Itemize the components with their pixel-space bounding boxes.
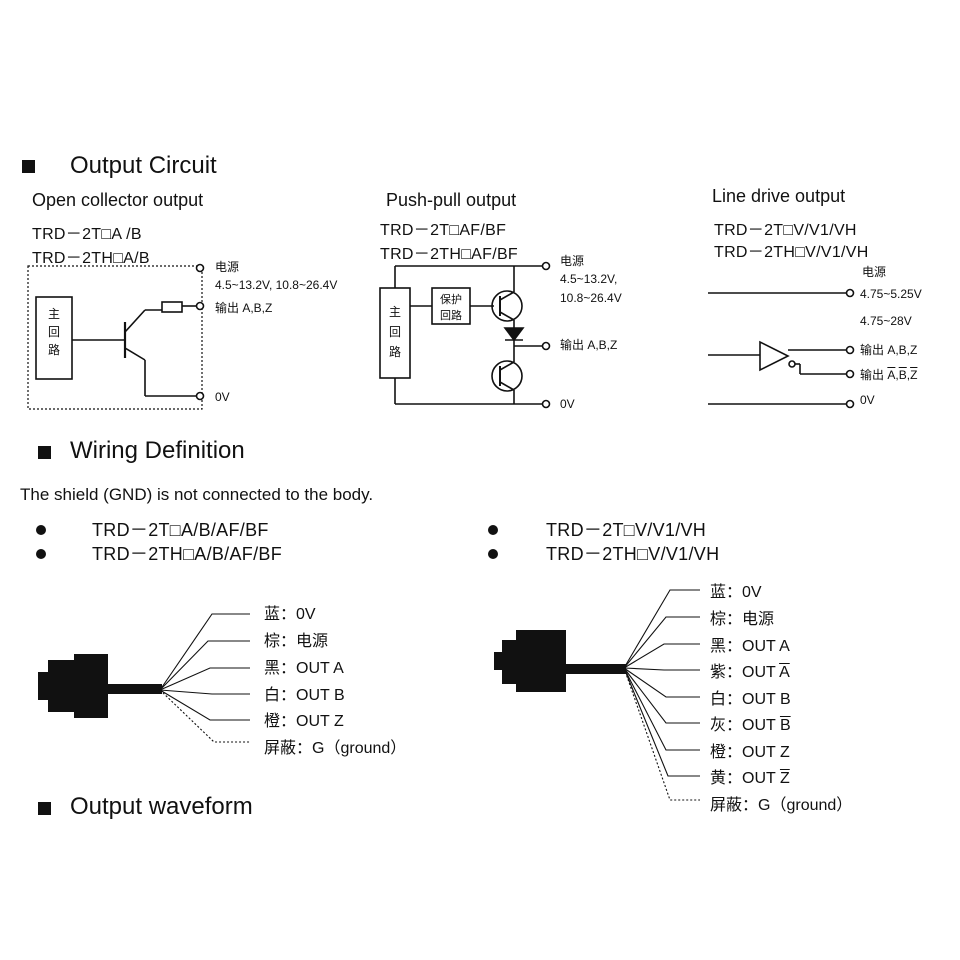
pp-lower-collector xyxy=(499,361,515,371)
open-collector-title: Open collector output xyxy=(32,190,204,210)
pp-lower-emitter xyxy=(499,381,515,391)
ld-output-terminal xyxy=(845,345,855,355)
pp-block-char-1: 主 xyxy=(389,305,401,319)
oc-collector-leg xyxy=(124,309,146,333)
section-bullet xyxy=(38,446,51,464)
ld-zero-terminal xyxy=(845,399,855,409)
left-wire-shield: 屏蔽：G（ground） xyxy=(264,740,407,757)
right-wire-brown: 棕：电源 xyxy=(710,611,775,628)
pp-block-char-3: 路 xyxy=(389,344,401,359)
pp-block-char-2: 回 xyxy=(389,325,401,339)
output-circuit-heading: Output Circuit xyxy=(70,152,217,179)
oc-zero-label: 0V xyxy=(215,390,230,404)
section-bullet xyxy=(38,802,51,820)
ld-inverter-bubble xyxy=(788,360,796,368)
pp-zero-label: 0V xyxy=(560,397,575,411)
right-wire-white: 白：OUT B xyxy=(710,691,791,708)
pp-power-terminal xyxy=(541,261,551,271)
ld-output-label: 输出 A,B,Z xyxy=(860,343,918,357)
left-model-1: TRD－2T□A/B/AF/BF xyxy=(92,520,269,540)
push-pull-title: Push-pull output xyxy=(386,190,517,210)
pp-output-label: 输出 A,B,Z xyxy=(560,338,618,352)
ld-voltage-1: 4.75~5.25V xyxy=(860,287,922,301)
left-model-2: TRD－2TH□A/B/AF/BF xyxy=(92,544,282,564)
pp-upper-collector xyxy=(499,291,515,301)
left-wire-white: 白：OUT B xyxy=(264,687,345,704)
ld-zero-label: 0V xyxy=(860,393,875,407)
push-pull-model-1: TRD－2T□AF/BF xyxy=(380,222,507,239)
left-wire-orange: 橙：OUT Z xyxy=(264,713,344,730)
pp-voltage-2: 10.8~26.4V xyxy=(560,291,622,305)
ld-output-inverted-label: 输出 A,B,Z xyxy=(860,368,918,382)
right-wire-orange: 橙：OUT Z xyxy=(710,744,790,761)
right-wire-black: 黑：OUT A xyxy=(710,638,790,655)
oc-voltage: 4.5~13.2V, 10.8~26.4V xyxy=(215,278,338,292)
push-pull-model-2: TRD－2TH□AF/BF xyxy=(380,246,519,263)
pp-output-terminal xyxy=(541,341,551,351)
ld-a-bar: A xyxy=(887,368,896,382)
oc-output-label: 输出 A,B,Z xyxy=(215,301,273,315)
oc-zero-terminal xyxy=(195,391,205,401)
wire-fan-left xyxy=(159,613,250,743)
right-model-2: TRD－2TH□V/V1/VH xyxy=(546,544,720,564)
ld-output-prefix: 输出 xyxy=(860,368,885,382)
ld-driver-triangle xyxy=(759,340,790,372)
line-drive-model-2: TRD－2TH□V/V1/VH xyxy=(714,244,869,261)
pp-upper-transistor xyxy=(491,290,523,322)
ld-b-bar: B xyxy=(898,368,907,382)
pp-protect-line-1: 保护 xyxy=(440,292,462,306)
ld-voltage-2: 4.75~28V xyxy=(860,314,912,328)
right-wire-blue: 蓝：0V xyxy=(710,584,762,601)
open-collector-model-2: TRD－2TH□A/B xyxy=(32,250,150,267)
line-drive-title: Line drive output xyxy=(712,186,846,206)
right-model-1: TRD－2T□V/V1/VH xyxy=(546,520,707,540)
pp-zero-terminal xyxy=(541,399,551,409)
wiring-definition-heading: Wiring Definition xyxy=(70,437,245,464)
right-model-bullet xyxy=(488,546,498,564)
left-model-bullet xyxy=(36,546,46,564)
line-drive-model-1: TRD－2T□V/V1/VH xyxy=(714,222,857,239)
wire-fan-right xyxy=(623,589,700,801)
right-wire-shield: 屏蔽：G（ground） xyxy=(710,797,853,814)
left-model-bullet xyxy=(36,522,46,540)
encoder-right xyxy=(494,630,626,692)
oc-power-label: 电源 xyxy=(215,260,240,274)
pp-main-circuit-block xyxy=(379,287,411,379)
oc-resistor xyxy=(161,301,183,313)
output-waveform-heading: Output waveform xyxy=(70,793,253,820)
right-model-bullet xyxy=(488,522,498,540)
oc-block-char-3: 路 xyxy=(48,342,60,357)
pp-diode xyxy=(503,327,525,342)
ld-inverted-terminal xyxy=(845,369,855,379)
section-bullet xyxy=(22,160,35,178)
pp-voltage-1: 4.5~13.2V, xyxy=(560,272,618,286)
ld-z-bar: Z xyxy=(910,368,918,382)
left-wire-blue: 蓝：0V xyxy=(264,606,316,623)
left-wire-brown: 棕：电源 xyxy=(264,633,329,650)
right-wire-purple: 紫：OUT A xyxy=(710,664,790,681)
oc-power-terminal xyxy=(195,263,205,273)
right-wire-gray: 灰：OUT B xyxy=(710,717,791,734)
oc-block-char-1: 主 xyxy=(48,307,60,321)
oc-output-terminal xyxy=(195,301,205,311)
pp-lower-transistor xyxy=(491,360,523,392)
ld-power-label: 电源 xyxy=(862,265,887,279)
pp-protect-block xyxy=(431,287,471,325)
pp-protect-line-2: 回路 xyxy=(440,309,462,322)
left-wire-black: 黑：OUT A xyxy=(264,660,344,677)
oc-block-char-2: 回 xyxy=(48,325,60,339)
pp-upper-emitter xyxy=(499,311,515,321)
oc-main-circuit-block xyxy=(35,296,73,380)
oc-dotted-boundary xyxy=(27,265,203,410)
encoder-left xyxy=(38,654,162,718)
shield-note: The shield (GND) is not connected to the… xyxy=(20,485,374,504)
oc-emitter-leg xyxy=(124,347,146,361)
ld-power-terminal xyxy=(845,288,855,298)
open-collector-model-1: TRD－2T□A /B xyxy=(32,226,142,243)
pp-power-label: 电源 xyxy=(560,254,585,268)
right-wire-yellow: 黄：OUT Z xyxy=(710,770,790,787)
